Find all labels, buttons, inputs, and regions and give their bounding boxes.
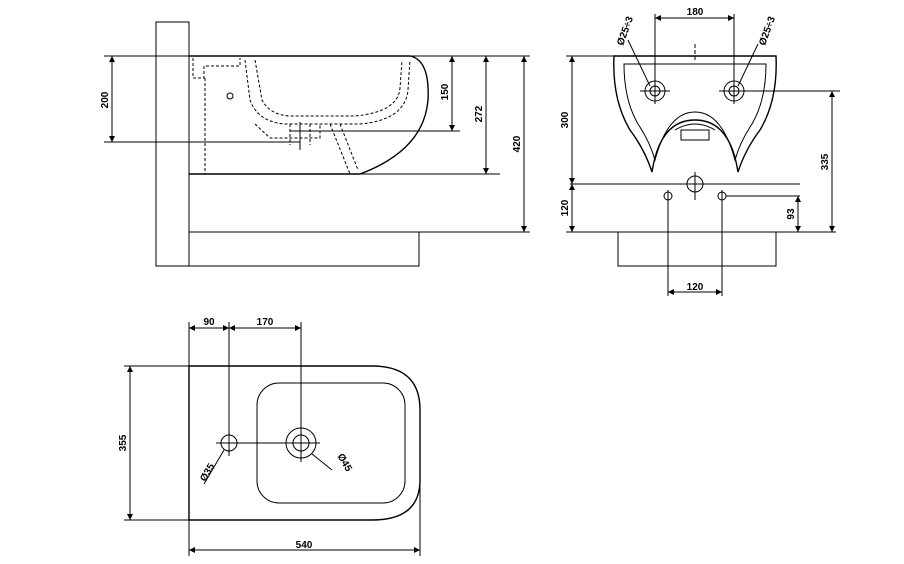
- dim-272-label: 272: [474, 105, 485, 122]
- top-view: 90 170 355 540 Ø35 Ø45: [118, 317, 421, 556]
- dim-120-left-label: 120: [560, 199, 571, 216]
- dim-200-label: 200: [100, 91, 111, 108]
- bidet-side-outline: [189, 55, 429, 175]
- dim-120-bottom-label: 120: [687, 282, 704, 293]
- dim-93-label: 93: [786, 208, 797, 220]
- floor-section: [188, 231, 420, 267]
- front-floor-section: [617, 231, 777, 267]
- front-view: 180 300 120 93 335 120 Ø25÷3 Ø25÷3: [560, 7, 840, 296]
- dim-170-label: 170: [257, 317, 274, 328]
- dim-540-label: 540: [296, 540, 313, 551]
- dim-90-label: 90: [203, 317, 215, 328]
- dim-150-label: 150: [440, 83, 451, 100]
- side-view: 200 150 272 420: [100, 21, 530, 267]
- dim-300-label: 300: [560, 111, 571, 128]
- dia-right-label: Ø25÷3: [757, 15, 778, 47]
- bidet-top-outline: [188, 365, 421, 521]
- bidet-front-outline: [613, 55, 777, 173]
- side-hole-icon: [226, 92, 234, 100]
- dim-420-label: 420: [512, 135, 523, 152]
- dim-355-label: 355: [118, 434, 129, 451]
- dia-left-label: Ø25÷3: [615, 15, 636, 47]
- dia-35-label: Ø35: [198, 461, 217, 483]
- dim-335-label: 335: [820, 153, 831, 170]
- front-drain-slot: [680, 129, 710, 141]
- bowl-inner-dashed: [244, 59, 411, 125]
- wall-section: [155, 21, 190, 267]
- dia-45-label: Ø45: [335, 452, 354, 474]
- dim-180-label: 180: [687, 7, 704, 18]
